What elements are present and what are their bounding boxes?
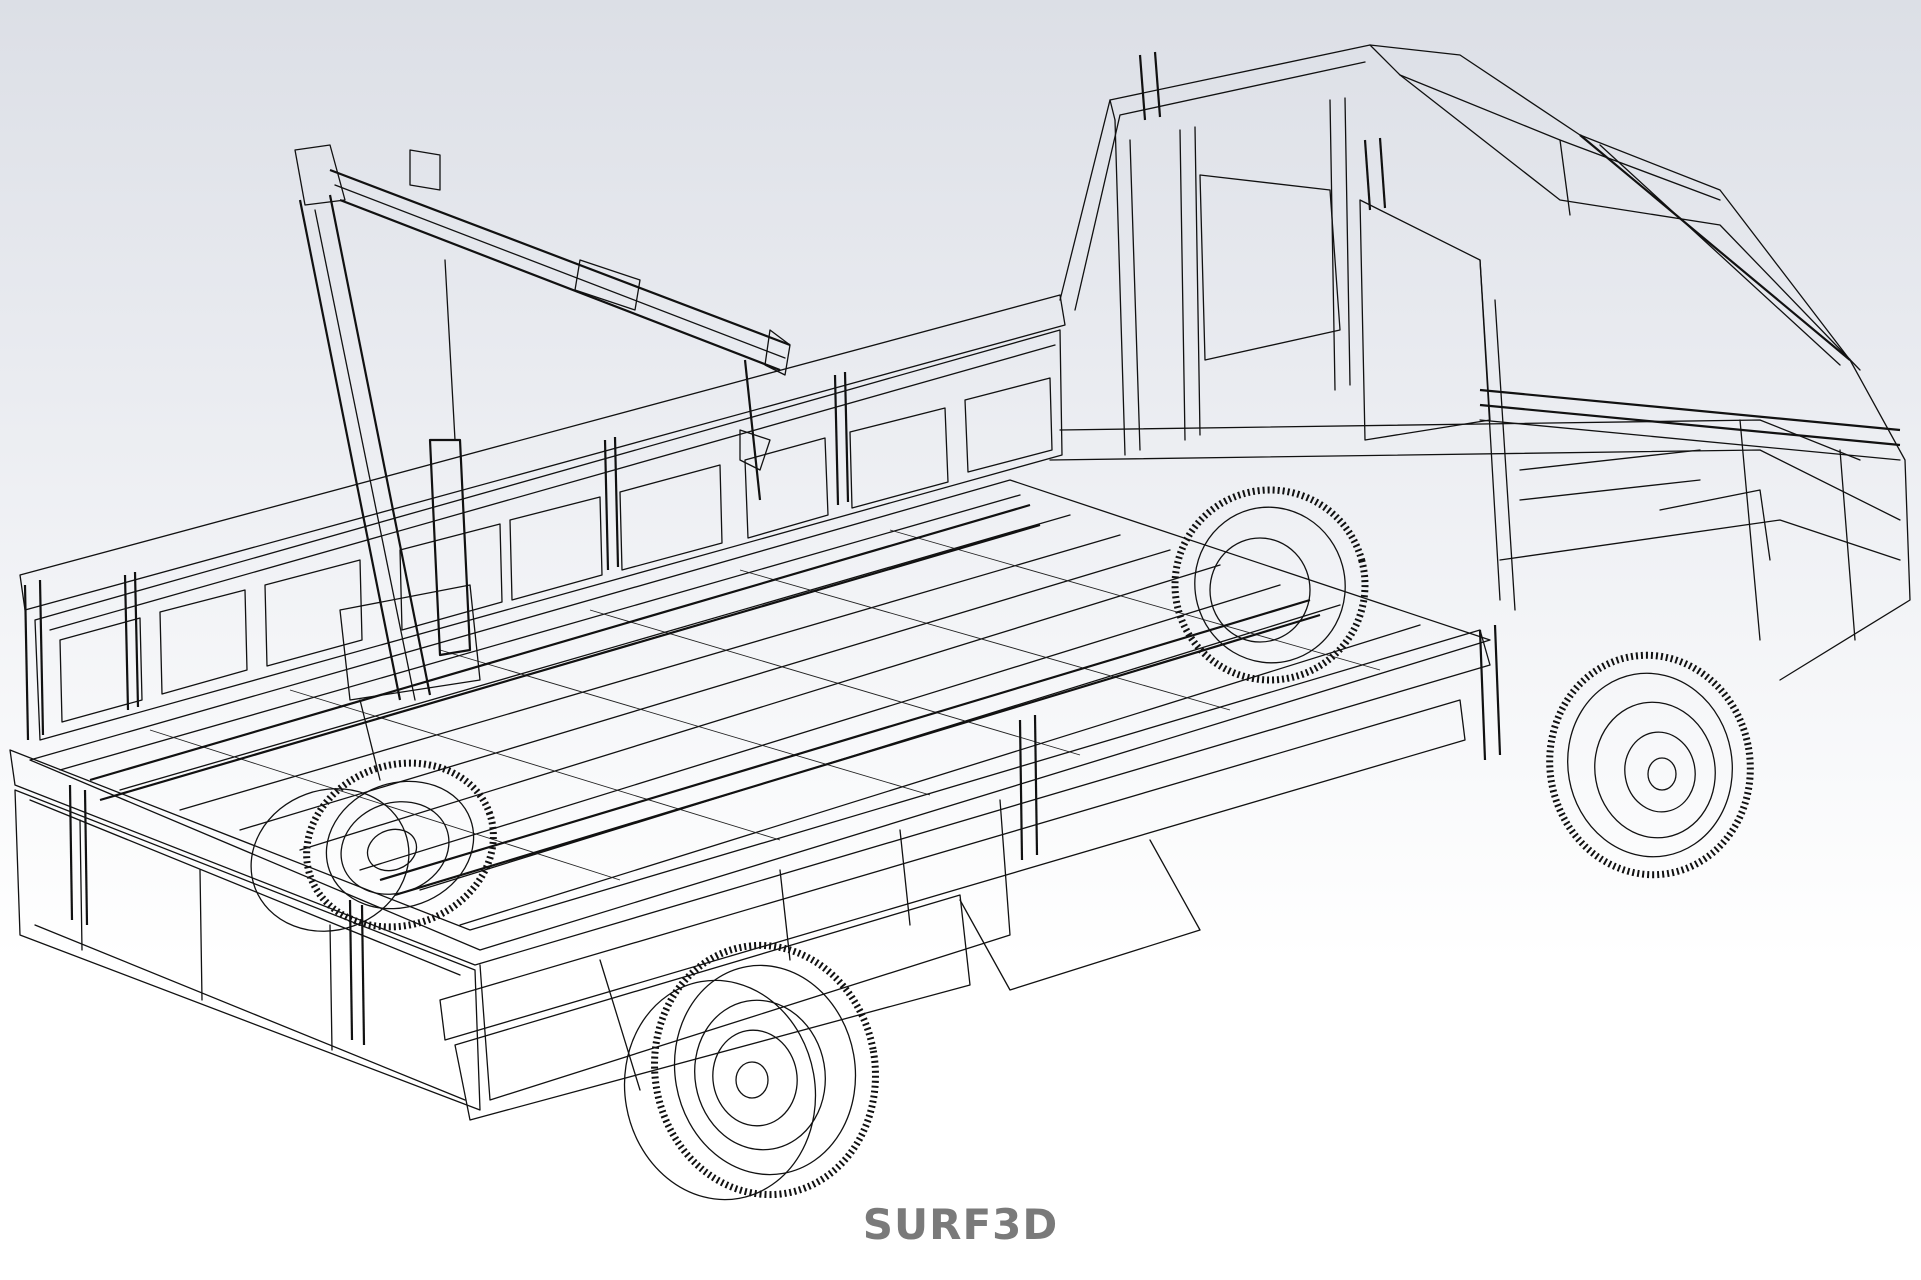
far-wheel [1171,486,1369,684]
chassis-frame [439,699,1466,1121]
crane-arm [294,144,791,781]
bed-side-wall [9,624,1502,1111]
bed-back-wall [19,294,1066,741]
front-wheel [1546,651,1754,879]
spare-wheel [250,759,497,932]
bed-floor-grid [29,479,1491,951]
watermark-text: SURF3D [862,1200,1059,1249]
truck-cab [1049,44,1911,681]
rear-wheel [623,941,879,1201]
